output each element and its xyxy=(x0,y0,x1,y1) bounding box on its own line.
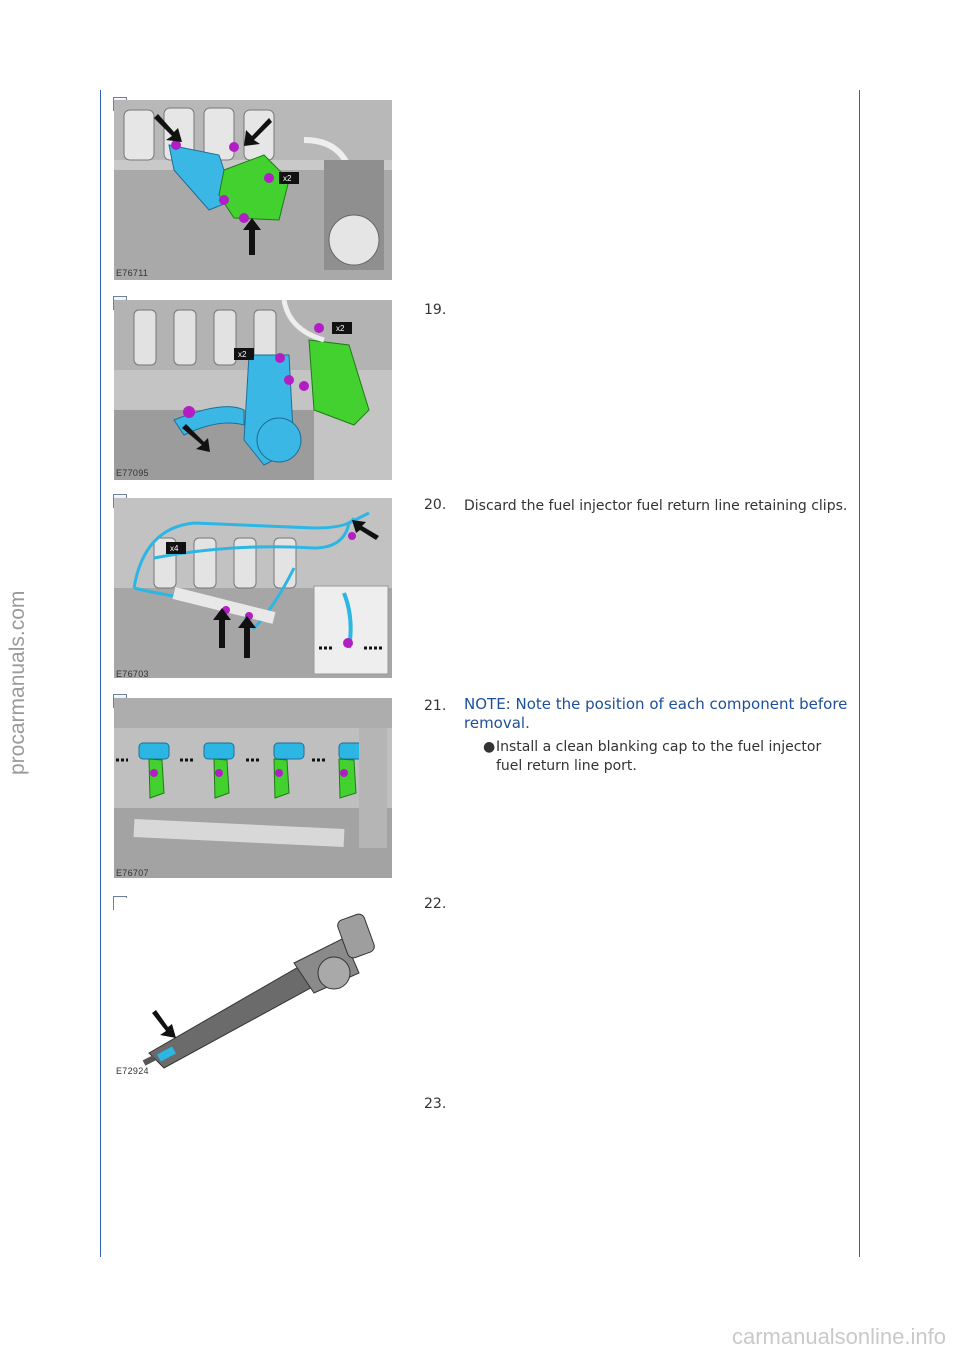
bullet-text: Install a clean blanking cap to the fuel… xyxy=(496,739,822,774)
side-watermark: procarmanuals.com xyxy=(6,590,29,775)
figure-code: E77095 xyxy=(116,468,149,478)
figure-engine-pump: x2 xyxy=(114,100,392,280)
figure-code: E76703 xyxy=(116,669,149,679)
figure-injector-caps xyxy=(114,698,392,878)
figure-fuel-return-line: x4 xyxy=(114,498,392,678)
figure-code: E76707 xyxy=(116,868,149,878)
bullet-icon: ● xyxy=(483,739,496,755)
bullet-item: ● Install a clean blanking cap to the fu… xyxy=(483,738,846,776)
right-rule xyxy=(859,90,860,1257)
step-number: 19. xyxy=(424,302,447,318)
callout-x2: x2 xyxy=(336,324,345,333)
note-text: NOTE: Note the position of each componen… xyxy=(464,695,848,732)
left-rule xyxy=(100,90,101,1257)
step-number: 23. xyxy=(424,1096,447,1112)
figure-injector xyxy=(114,898,392,1078)
figure-code: E76711 xyxy=(116,268,149,278)
bottom-watermark: carmanualsonline.info xyxy=(731,1324,946,1349)
figure-pump-removal: x2 x2 xyxy=(114,300,392,480)
step-text: Discard the fuel injector fuel return li… xyxy=(464,498,848,514)
step-number: 21. xyxy=(424,698,447,714)
step-number: 22. xyxy=(424,896,447,912)
callout-x4: x4 xyxy=(170,544,179,553)
callout-x2: x2 xyxy=(238,350,247,359)
figure-code: E72924 xyxy=(116,1066,149,1076)
callout-x2: x2 xyxy=(283,174,292,183)
step-number: 20. xyxy=(424,497,447,513)
